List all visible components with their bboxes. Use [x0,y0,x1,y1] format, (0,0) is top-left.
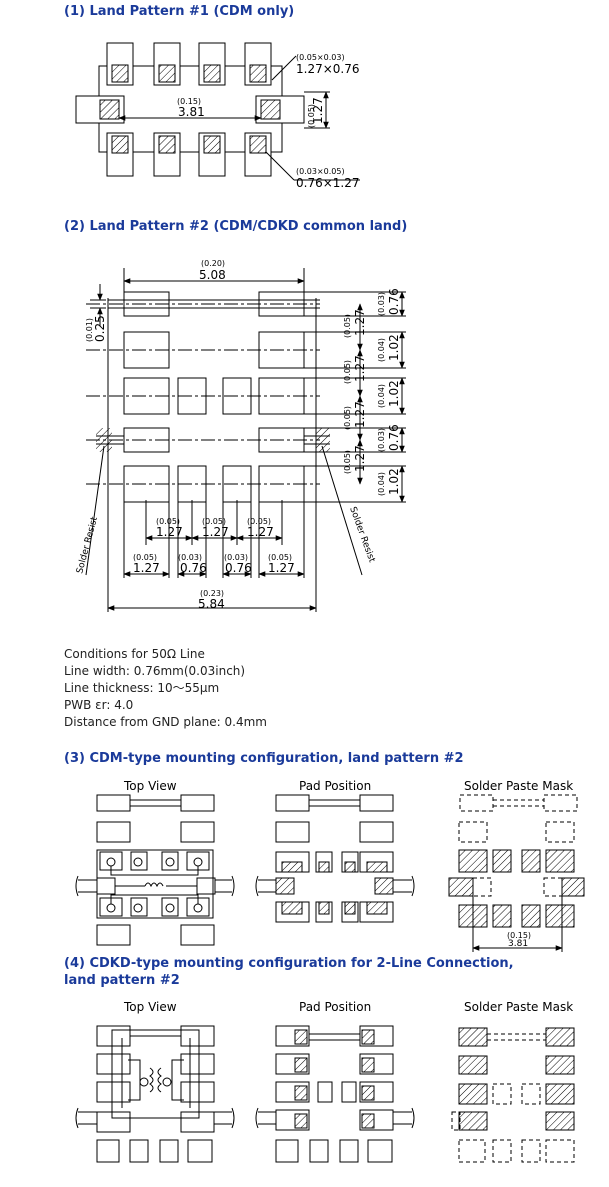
fig2-r9-in: (0.04) [377,472,386,496]
section-4-heading-line2: land pattern #2 [64,973,180,988]
fig4-pad-position-title: Pad Position [299,1000,371,1014]
fig2-bot-mm: 5.84 [198,597,225,611]
fig2-r7-in: (0.03) [377,428,386,452]
fig2-p2-mm: 1.27 [202,525,229,539]
fig4-solder-mask [451,1027,575,1163]
fig2-r6-mm: 1.27 [353,401,367,428]
fig2-r3-mm: 1.02 [387,334,401,361]
fig1-labels: (0.05×0.03) 1.27×0.76 (0.03×0.05) 0.76×1… [177,53,360,190]
fig2-p1-in: (0.05) [156,517,180,526]
fig3-mask-in: (0.15) [507,931,531,940]
fig3-top-view [75,794,235,946]
fig2-p3-mm: 1.27 [247,525,274,539]
cond-line-thickness: Line thickness: 10～55μm [64,681,220,695]
fig1-land-pattern [75,42,360,181]
fig2-r4-mm: 1.27 [353,355,367,382]
fig2-p3-in: (0.05) [247,517,271,526]
fig1-pad-bot-mm: 0.76×1.27 [296,176,360,190]
fig1-pitch-mm: 1.27 [311,97,325,124]
fig4-top-view-title: Top View [123,1000,177,1014]
fig2-r1-in: (0.03) [377,292,386,316]
section-1-heading: (1) Land Pattern #1 (CDM only) [64,4,295,19]
fig1-pad-top-in: (0.05×0.03) [296,53,345,62]
fig2-r8-mm: 1.27 [353,445,367,472]
fig2-r5-in: (0.04) [377,384,386,408]
fig2-r5-mm: 1.02 [387,380,401,407]
fig2-w1-mm: 1.27 [133,561,160,575]
fig3-solder-mask [448,794,585,952]
fig2-w3-mm: 0.76 [225,561,252,575]
fig2-w4-in: (0.05) [268,553,292,562]
fig3-pad-position [255,794,415,923]
section-2-heading: (2) Land Pattern #2 (CDM/CDKD common lan… [64,219,408,234]
fig2-r3-in: (0.04) [377,338,386,362]
fig2-r2-mm: 1.27 [353,309,367,336]
cond-pwb-er: PWB εr: 4.0 [64,698,134,712]
fig2-r4-in: (0.05) [343,360,352,384]
fig3-view-titles: Top View Pad Position Solder Paste Mask [123,779,573,793]
line-conditions: Conditions for 50Ω Line Line width: 0.76… [64,646,267,731]
fig2-w2-in: (0.03) [178,553,202,562]
fig4-view-titles: Top View Pad Position Solder Paste Mask [123,1000,573,1014]
fig1-width-mm: 3.81 [178,105,205,119]
fig2-left-in: (0.01) [85,318,94,342]
fig2-w2-mm: 0.76 [180,561,207,575]
fig3-mask-labels: (0.15) 3.81 [507,931,531,949]
fig2-w4-mm: 1.27 [268,561,295,575]
fig1-pad-bot-in: (0.03×0.05) [296,167,345,176]
fig2-r8-in: (0.05) [343,450,352,474]
fig2-left-mm: 0.25 [93,315,107,342]
cond-gnd-distance: Distance from GND plane: 0.4mm [64,715,267,729]
fig2-land-pattern [85,268,406,612]
fig3-mask-mm: 3.81 [508,939,528,949]
fig1-pitch-in: (0.05) [307,104,316,128]
fig3-top-view-title: Top View [123,779,177,793]
fig2-r6-in: (0.05) [343,406,352,430]
fig2-w3-in: (0.03) [224,553,248,562]
section-3-heading: (3) CDM-type mounting configuration, lan… [64,751,464,766]
fig4-top-view [75,1025,235,1163]
section-4-heading-line1: (4) CDKD-type mounting configuration for… [64,956,514,971]
fig4-pad-position [255,1025,415,1163]
fig2-w1-in: (0.05) [133,553,157,562]
section-4-heading: (4) CDKD-type mounting configuration for… [64,955,514,989]
cond-title: Conditions for 50Ω Line [64,647,205,661]
fig2-top-mm: 5.08 [199,268,226,282]
fig2-r9-mm: 1.02 [387,468,401,495]
fig1-pad-top-mm: 1.27×0.76 [296,62,360,76]
cond-line-width: Line width: 0.76mm(0.03inch) [64,664,246,678]
fig2-p2-in: (0.05) [202,517,226,526]
fig2-r1-mm: 0.76 [387,288,401,315]
fig3-solder-mask-title: Solder Paste Mask [464,779,573,793]
fig2-bot-in: (0.23) [200,589,224,598]
fig2-top-in: (0.20) [201,259,225,268]
fig2-p1-mm: 1.27 [156,525,183,539]
fig2-r7-mm: 0.76 [387,424,401,451]
fig3-pad-position-title: Pad Position [299,779,371,793]
fig4-solder-mask-title: Solder Paste Mask [464,1000,573,1014]
fig1-width-in: (0.15) [177,97,201,106]
fig2-r2-in: (0.05) [343,314,352,338]
fig2-solder-resist-right: Solder Resist [347,506,377,565]
